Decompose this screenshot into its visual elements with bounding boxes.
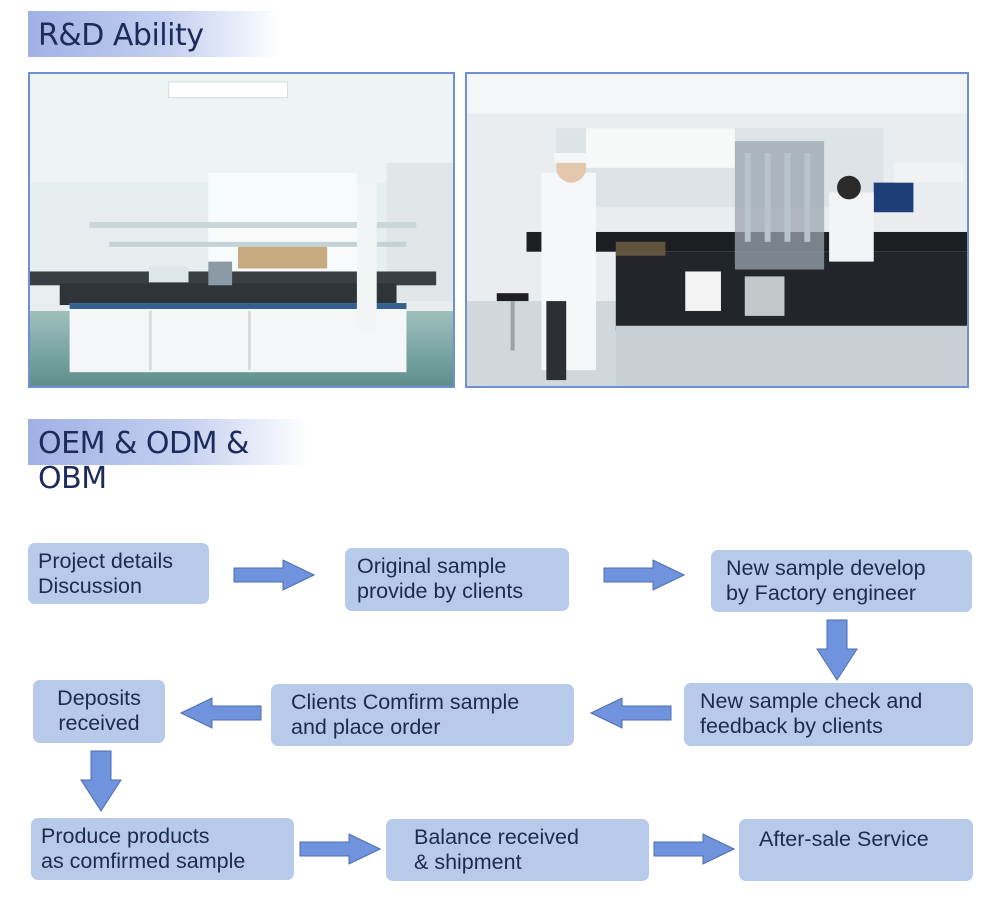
step-balance-shipment: Balance received & shipment [386, 819, 649, 881]
arrow-right-icon [653, 833, 735, 865]
step-new-sample-develop: New sample develop by Factory engineer [711, 550, 972, 612]
laboratory-photo [28, 72, 455, 388]
step-project-details: Project details Discussion [28, 543, 209, 604]
arrow-down-icon [80, 750, 122, 812]
oem-odm-obm-header: OEM & ODM & OBM [28, 419, 308, 496]
arrow-left-icon [590, 697, 672, 729]
arrow-right-icon [299, 833, 381, 865]
step-after-sale-service: After-sale Service [739, 819, 973, 881]
arrow-right-icon [603, 559, 685, 591]
arrow-down-icon [816, 619, 858, 681]
arrow-left-icon [180, 697, 262, 729]
step-original-sample: Original sample provide by clients [345, 548, 569, 611]
step-sample-check-feedback: New sample check and feedback by clients [684, 683, 973, 746]
step-produce-products: Produce products as comfirmed sample [31, 818, 294, 880]
researcher-lab-photo [465, 72, 969, 388]
rd-ability-header: R&D Ability [28, 11, 280, 57]
oem-odm-obm-title: OEM & ODM & OBM [38, 426, 249, 496]
arrow-right-icon [233, 559, 315, 591]
rd-ability-title: R&D Ability [38, 18, 204, 53]
step-confirm-place-order: Clients Comfirm sample and place order [271, 684, 574, 746]
step-deposits-received: Deposits received [33, 680, 165, 743]
